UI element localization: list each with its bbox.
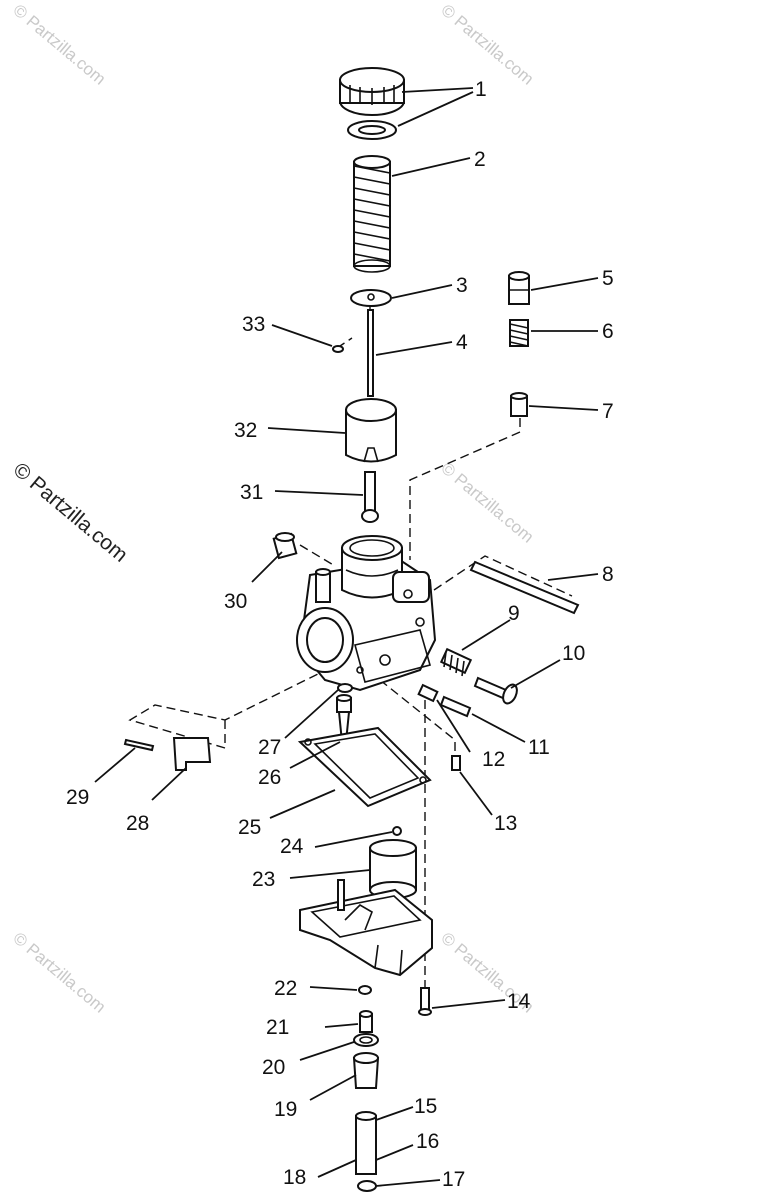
part-3-retainer[interactable] bbox=[350, 289, 392, 307]
part-32-throttle-valve[interactable] bbox=[345, 398, 397, 463]
part-11-screw[interactable] bbox=[439, 695, 472, 718]
callout-31[interactable]: 31 bbox=[240, 481, 263, 504]
part-5-cap-screw[interactable] bbox=[508, 271, 530, 305]
callout-26[interactable]: 26 bbox=[258, 766, 281, 789]
callout-14[interactable]: 14 bbox=[507, 990, 531, 1013]
callout-23[interactable]: 23 bbox=[252, 868, 275, 891]
callout-17[interactable]: 17 bbox=[442, 1168, 465, 1191]
callout-6[interactable]: 6 bbox=[602, 320, 614, 343]
callout-27[interactable]: 27 bbox=[258, 736, 281, 759]
callout-18[interactable]: 18 bbox=[283, 1166, 306, 1189]
part-4-jet-needle[interactable] bbox=[367, 309, 374, 397]
part-29-float-pin[interactable] bbox=[123, 738, 155, 752]
callout-9[interactable]: 9 bbox=[508, 602, 520, 625]
callout-22[interactable]: 22 bbox=[274, 977, 297, 1000]
part-7-plunger[interactable] bbox=[510, 392, 528, 417]
part-21-main-jet[interactable] bbox=[359, 1010, 373, 1033]
part-1-cap[interactable] bbox=[339, 67, 405, 140]
callout-13[interactable]: 13 bbox=[494, 812, 517, 835]
part-23-float[interactable] bbox=[369, 839, 417, 899]
watermark: © Partzilla.com bbox=[437, 459, 537, 547]
part-19-needle-jet[interactable] bbox=[352, 1052, 380, 1089]
float-bowl[interactable] bbox=[299, 879, 433, 977]
callout-24[interactable]: 24 bbox=[280, 835, 304, 858]
part-31-screw[interactable] bbox=[361, 471, 379, 523]
callout-7[interactable]: 7 bbox=[602, 400, 614, 423]
callout-25[interactable]: 25 bbox=[238, 816, 261, 839]
callout-1[interactable]: 1 bbox=[475, 78, 487, 101]
part-27-washer[interactable] bbox=[337, 683, 353, 693]
callout-10[interactable]: 10 bbox=[562, 642, 585, 665]
callout-33[interactable]: 33 bbox=[242, 313, 265, 336]
part-24-ball[interactable] bbox=[392, 826, 402, 836]
part-22-oring[interactable] bbox=[358, 985, 372, 995]
callout-4[interactable]: 4 bbox=[456, 331, 468, 354]
callout-5[interactable]: 5 bbox=[602, 267, 614, 290]
watermark: © Partzilla.com bbox=[9, 1, 109, 89]
callout-3[interactable]: 3 bbox=[456, 274, 468, 297]
watermarks: © Partzilla.com © Partzilla.com © Partzi… bbox=[9, 1, 538, 1017]
callout-16[interactable]: 16 bbox=[416, 1130, 439, 1153]
carburetor-body[interactable] bbox=[296, 535, 437, 692]
callout-11[interactable]: 11 bbox=[528, 736, 550, 759]
callout-19[interactable]: 19 bbox=[274, 1098, 297, 1121]
part-17-plug[interactable] bbox=[357, 1180, 377, 1192]
part-13-jet[interactable] bbox=[451, 755, 461, 771]
callout-30[interactable]: 30 bbox=[224, 590, 247, 613]
callout-15[interactable]: 15 bbox=[414, 1095, 437, 1118]
part-20-washer[interactable] bbox=[353, 1033, 379, 1047]
callout-12[interactable]: 12 bbox=[482, 748, 505, 771]
part-10-pilot-screw[interactable] bbox=[473, 676, 520, 706]
part-28-float-arm[interactable] bbox=[172, 737, 212, 771]
part-9-spring[interactable] bbox=[439, 647, 473, 677]
part-33-clip[interactable] bbox=[332, 345, 344, 353]
callout-21[interactable]: 21 bbox=[266, 1016, 289, 1039]
part-18-drain-tube[interactable] bbox=[355, 1111, 377, 1175]
watermark: © Partzilla.com bbox=[437, 1, 537, 89]
part-8-rod[interactable] bbox=[469, 560, 580, 615]
part-12-spring[interactable] bbox=[417, 683, 439, 703]
part-30-plug[interactable] bbox=[272, 532, 298, 560]
part-14-screw[interactable] bbox=[418, 987, 432, 1016]
callout-2[interactable]: 2 bbox=[474, 148, 486, 171]
callout-labels: 1 2 3 4 5 6 7 8 9 10 11 12 13 14 15 16 1… bbox=[66, 78, 614, 1191]
leader-lines bbox=[94, 87, 599, 1187]
callout-28[interactable]: 28 bbox=[126, 812, 149, 835]
callout-32[interactable]: 32 bbox=[234, 419, 257, 442]
callout-8[interactable]: 8 bbox=[602, 563, 614, 586]
callout-20[interactable]: 20 bbox=[262, 1056, 285, 1079]
watermark-dark: © Partzilla.com bbox=[9, 458, 132, 567]
part-2-spring[interactable] bbox=[353, 155, 391, 273]
part-6-spring[interactable] bbox=[509, 319, 529, 347]
watermark: © Partzilla.com bbox=[9, 929, 109, 1017]
part-25-gasket[interactable] bbox=[297, 726, 432, 808]
callout-29[interactable]: 29 bbox=[66, 786, 89, 809]
